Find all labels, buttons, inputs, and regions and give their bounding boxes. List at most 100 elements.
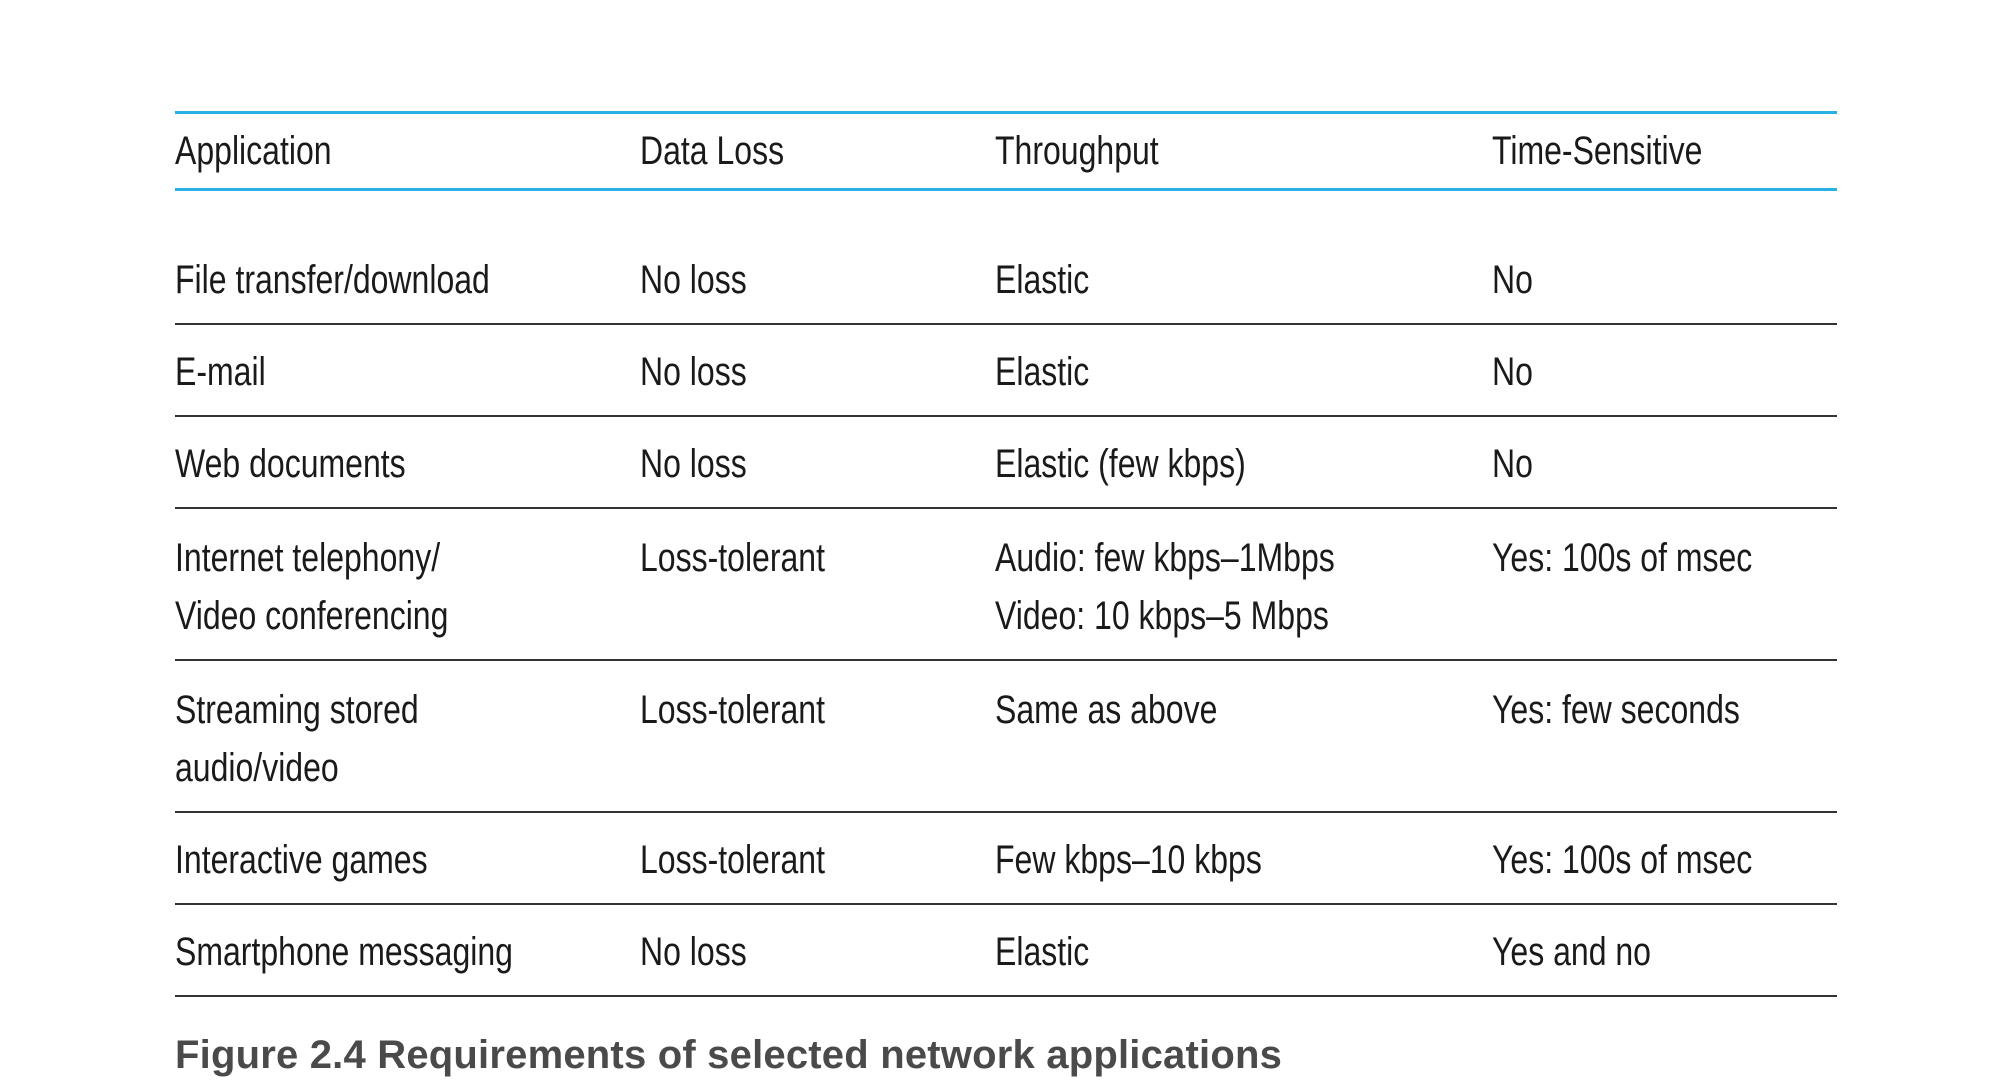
cell-line: Web documents: [175, 442, 406, 486]
cell-time-sensitive-text: No: [1492, 251, 1533, 309]
cell-throughput-text: Elastic (few kbps): [995, 435, 1246, 493]
table-row: Web documents No loss Elastic (few kbps) No: [175, 416, 1837, 509]
cell-time-sensitive: Yes: 100s of msec: [1492, 508, 1837, 661]
cell-time-sensitive: Yes: 100s of msec: [1492, 812, 1837, 905]
cell-application: Internet telephony/Video conferencing: [175, 508, 640, 661]
cell-line: Yes and no: [1492, 930, 1651, 974]
cell-throughput: Elastic: [995, 324, 1492, 417]
cell-line: Audio: few kbps–1Mbps: [995, 536, 1335, 580]
cell-time-sensitive: No: [1492, 233, 1837, 325]
cell-application-text: E-mail: [175, 343, 266, 401]
cell-time-sensitive: No: [1492, 324, 1837, 417]
cell-line: File transfer/download: [175, 258, 490, 302]
cell-line: Yes: few seconds: [1492, 688, 1740, 732]
cell-application: Streaming stored audio/video: [175, 660, 640, 813]
cell-line: Interactive games: [175, 838, 428, 882]
cell-application-text: File transfer/download: [175, 251, 490, 309]
cell-line: Yes: 100s of msec: [1492, 536, 1753, 580]
cell-time-sensitive: Yes and no: [1492, 904, 1837, 997]
cell-application-text: Streaming stored audio/video: [175, 681, 419, 797]
cell-data-loss: Loss-tolerant: [640, 508, 995, 661]
requirements-table: Application Data Loss Throughput Time-Se…: [175, 111, 1837, 997]
cell-data-loss: Loss-tolerant: [640, 812, 995, 905]
cell-line: No loss: [640, 350, 747, 394]
cell-data-loss: Loss-tolerant: [640, 660, 995, 813]
cell-line: Elastic (few kbps): [995, 442, 1246, 486]
cell-data-loss-text: No loss: [640, 251, 747, 309]
cell-line: Video conferencing: [175, 594, 449, 638]
cell-time-sensitive: Yes: few seconds: [1492, 660, 1837, 813]
cell-line: Smartphone messaging: [175, 930, 513, 974]
table-row: File transfer/download No loss Elastic No: [175, 233, 1837, 325]
cell-line: Loss-tolerant: [640, 688, 825, 732]
cell-line: No: [1492, 350, 1533, 394]
cell-throughput: Few kbps–10 kbps: [995, 812, 1492, 905]
table-header: Application Data Loss Throughput Time-Se…: [175, 111, 1837, 191]
table-row: Interactive games Loss-tolerant Few kbps–1…: [175, 812, 1837, 905]
cell-data-loss-text: No loss: [640, 343, 747, 401]
table-row: Smartphone messaging No loss Elastic Yes an…: [175, 904, 1837, 997]
cell-application-text: Smartphone messaging: [175, 923, 513, 981]
cell-time-sensitive-text: Yes: few seconds: [1492, 681, 1740, 739]
cell-line: Streaming stored: [175, 688, 419, 732]
header-throughput: Throughput: [995, 111, 1492, 191]
cell-data-loss-text: Loss-tolerant: [640, 681, 825, 739]
cell-time-sensitive-text: Yes and no: [1492, 923, 1651, 981]
table-row: E-mail No loss Elastic No: [175, 324, 1837, 417]
cell-throughput: Elastic (few kbps): [995, 416, 1492, 509]
cell-data-loss: No loss: [640, 324, 995, 417]
cell-data-loss-text: No loss: [640, 923, 747, 981]
cell-application-text: Internet telephony/Video conferencing: [175, 529, 448, 645]
cell-time-sensitive-text: No: [1492, 435, 1533, 493]
header-application: Application: [175, 111, 640, 191]
cell-throughput: Same as above: [995, 660, 1492, 813]
cell-line: No loss: [640, 258, 747, 302]
cell-throughput: Elastic: [995, 904, 1492, 997]
cell-line: E-mail: [175, 350, 266, 394]
cell-application: Smartphone messaging: [175, 904, 640, 997]
cell-data-loss-text: Loss-tolerant: [640, 529, 825, 587]
cell-line: Few kbps–10 kbps: [995, 838, 1262, 882]
cell-data-loss: No loss: [640, 233, 995, 325]
cell-time-sensitive: No: [1492, 416, 1837, 509]
cell-throughput-text: Elastic: [995, 343, 1089, 401]
header-time-sensitive: Time-Sensitive: [1492, 111, 1837, 191]
cell-line: No loss: [640, 442, 747, 486]
cell-time-sensitive-text: Yes: 100s of msec: [1492, 831, 1752, 889]
cell-application: Interactive games: [175, 812, 640, 905]
cell-throughput-text: Elastic: [995, 251, 1089, 309]
cell-line: Yes: 100s of msec: [1492, 838, 1753, 882]
cell-data-loss: No loss: [640, 904, 995, 997]
cell-line: Same as above: [995, 688, 1218, 732]
cell-throughput-text: Few kbps–10 kbps: [995, 831, 1262, 889]
figure: Application Data Loss Throughput Time-Se…: [175, 111, 1837, 1078]
cell-application: File transfer/download: [175, 233, 640, 325]
cell-data-loss-text: No loss: [640, 435, 747, 493]
cell-application-text: Interactive games: [175, 831, 428, 889]
cell-line: Internet telephony/: [175, 536, 441, 580]
cell-time-sensitive-text: Yes: 100s of msec: [1492, 529, 1752, 587]
cell-line: Loss-tolerant: [640, 536, 825, 580]
cell-application: Web documents: [175, 416, 640, 509]
cell-line: No: [1492, 258, 1533, 302]
cell-line: audio/video: [175, 746, 339, 790]
cell-line: No: [1492, 442, 1533, 486]
cell-line: Elastic: [995, 258, 1090, 302]
cell-line: Loss-tolerant: [640, 838, 825, 882]
cell-application-text: Web documents: [175, 435, 406, 493]
cell-line: No loss: [640, 930, 747, 974]
table-row: Streaming stored audio/video Loss-tolerant…: [175, 660, 1837, 813]
figure-caption: Figure 2.4 Requirements of selected netw…: [175, 1033, 1283, 1077]
cell-data-loss: No loss: [640, 416, 995, 509]
cell-time-sensitive-text: No: [1492, 343, 1533, 401]
cell-line: Video: 10 kbps–5 Mbps: [995, 594, 1329, 638]
table-row: Internet telephony/Video conferencing Los…: [175, 508, 1837, 661]
cell-throughput-text: Elastic: [995, 923, 1089, 981]
cell-throughput-text: Same as above: [995, 681, 1217, 739]
cell-line: Elastic: [995, 930, 1090, 974]
header-spacer: [175, 190, 1837, 234]
header-row: Application Data Loss Throughput Time-Se…: [175, 111, 1837, 191]
cell-application: E-mail: [175, 324, 640, 417]
